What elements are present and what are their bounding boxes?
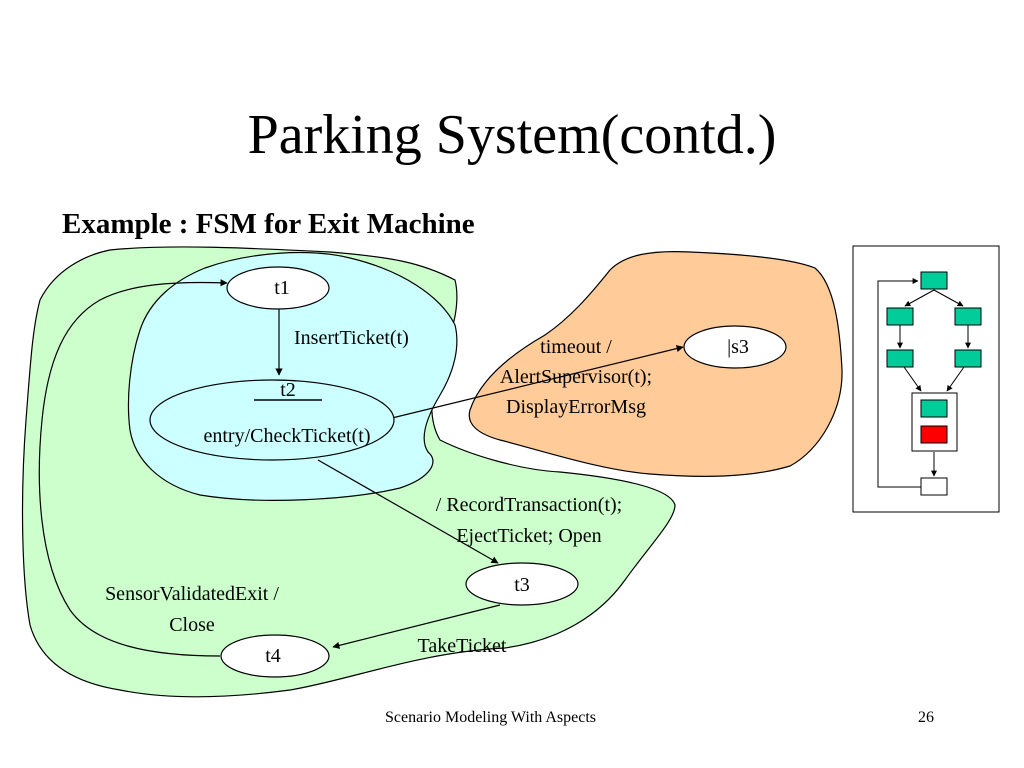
state-t3-label: t3 <box>514 574 530 596</box>
thumbnail-frame <box>852 245 1000 513</box>
transition-sensor-validated-exit <box>38 279 228 657</box>
thumbnail-flow-diagram <box>852 245 1000 513</box>
timeout-label-line2: AlertSupervisor(t); <box>500 366 652 388</box>
orange-region <box>468 251 843 477</box>
record-transaction-label-line2: EjectTicket; Open <box>456 525 601 547</box>
thumbnail-node <box>954 349 982 368</box>
state-t1 <box>226 266 330 310</box>
state-t2-entry-action: entry/CheckTicket(t) <box>203 425 370 447</box>
thumbnail-end-node <box>920 477 948 496</box>
footer-presentation-title: Scenario Modeling With Aspects <box>385 709 597 726</box>
take-ticket-label: TakeTicket <box>418 635 507 657</box>
thumbnail-node <box>886 307 914 326</box>
state-s3-label: |s3 <box>727 336 749 358</box>
state-t2 <box>149 379 395 461</box>
thumbnail-connector <box>946 366 965 392</box>
timeout-label-line1: timeout / <box>540 336 612 358</box>
sensor-validated-exit-label-line1: SensorValidatedExit / <box>105 583 279 605</box>
state-t4-label: t4 <box>265 645 281 667</box>
state-t1-label: t1 <box>274 277 290 299</box>
thumbnail-node <box>920 271 948 290</box>
thumbnail-connector <box>933 289 964 307</box>
thumbnail-node <box>954 307 982 326</box>
state-s3 <box>683 325 787 369</box>
record-transaction-label-line1: / RecordTransaction(t); <box>436 494 622 516</box>
slide-subtitle: Example : FSM for Exit Machine <box>62 208 475 240</box>
sensor-validated-exit-label-line2: Close <box>169 614 215 636</box>
thumbnail-error-node <box>920 425 948 444</box>
state-t3 <box>465 562 579 606</box>
thumbnail-node <box>886 349 914 368</box>
timeout-label-line3: DisplayErrorMsg <box>506 396 646 418</box>
thumbnail-connector <box>904 289 935 307</box>
thumbnail-connector <box>903 366 922 392</box>
transition-record-transaction <box>317 459 499 564</box>
insert-ticket-label: InsertTicket(t) <box>294 327 409 349</box>
thumbnail-node <box>920 399 948 418</box>
transition-take-ticket <box>332 604 501 649</box>
footer-page-number: 26 <box>918 709 934 726</box>
transition-timeout <box>391 345 684 419</box>
slide-title: Parking System(contd.) <box>247 104 777 166</box>
state-t4 <box>220 634 330 678</box>
state-t2-label: t2 <box>280 379 296 401</box>
thumbnail-loop-connector <box>877 278 921 488</box>
